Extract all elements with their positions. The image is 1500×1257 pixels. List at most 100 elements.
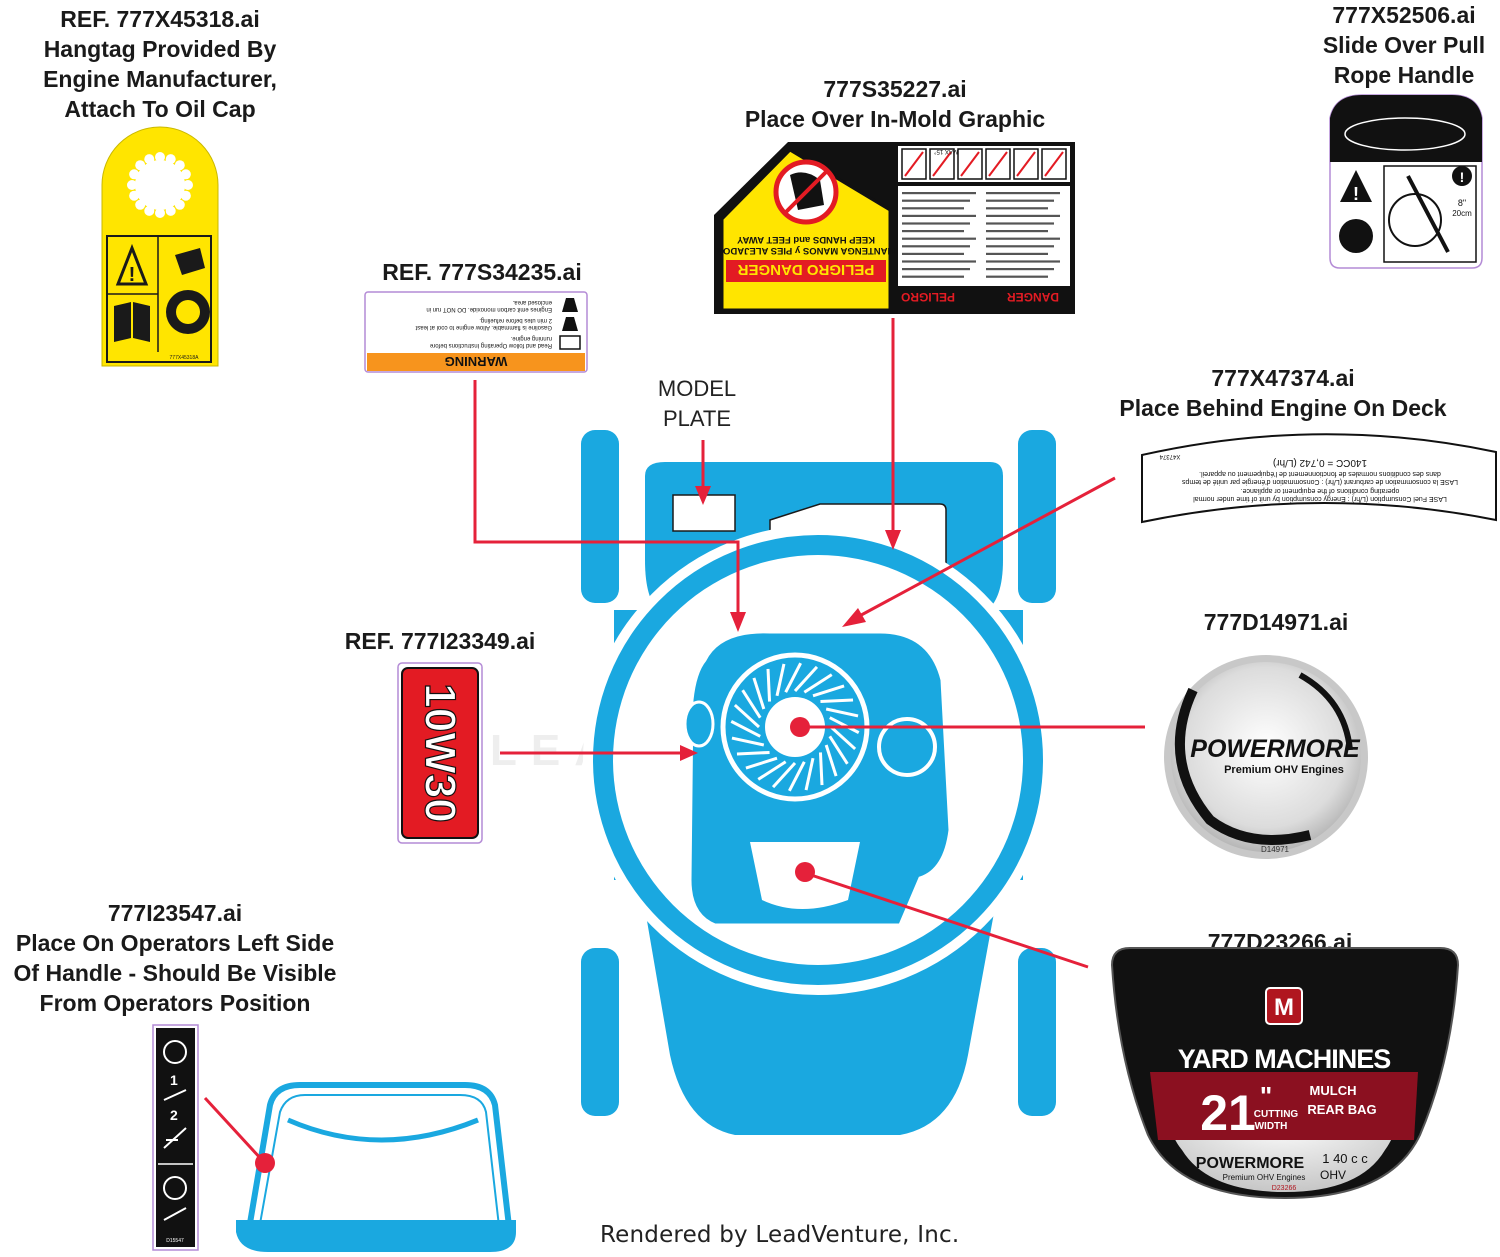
oil-can-icon: [175, 248, 205, 275]
danger-text-line: [986, 214, 1060, 217]
oil-arrowhead: [680, 745, 698, 761]
warning-header-text: WARNING: [445, 354, 508, 369]
engine-control-icon: [163, 1040, 187, 1064]
handle-dot: [255, 1153, 275, 1173]
warning-decal: WARNING Read and follow Operating Instru…: [364, 291, 588, 373]
deck-logo-engine-sub: Premium OHV Engines: [1223, 1173, 1306, 1182]
oil-grade-decal: 10W30: [397, 662, 483, 844]
gear-tooth: [127, 180, 137, 190]
fuel-consumption-decal: LASE Fuel Consumption (L/hr) : Energy co…: [1141, 433, 1497, 524]
oil-cap: [683, 700, 715, 748]
pull-rope-alert-icon: [1452, 166, 1472, 186]
bail-lever-icon: [163, 1089, 187, 1101]
ym-badge-icon: [1265, 987, 1303, 1025]
starter-fin: [804, 757, 815, 791]
caption-line: Of Handle - Should Be Visible: [13, 960, 337, 986]
engine-logo-face: [1171, 662, 1361, 852]
exhaust-icon: [562, 298, 578, 312]
pull-cord-icon: [163, 1127, 187, 1149]
danger-text-line: [902, 192, 976, 195]
handle-frame-inner: [257, 1094, 501, 1236]
danger-icons: [901, 148, 1067, 180]
fuel-line: dans des conditions normales de fonction…: [1199, 470, 1441, 477]
engine-logo-decal: POWERMORE Premium OHV Engines D14971: [1164, 655, 1368, 859]
right-rear-wheel: [1018, 430, 1056, 603]
starter-fin: [818, 752, 824, 786]
warning-line: Read and follow Operating Instructions b…: [429, 342, 552, 348]
handle-step: 2: [170, 1107, 178, 1123]
release-lever-icon: [163, 1207, 187, 1221]
gear-tooth: [144, 205, 155, 216]
starter-fin: [741, 689, 762, 719]
danger-text-line: [986, 199, 1054, 202]
gear-tooth: [174, 199, 185, 210]
starter-fin: [803, 673, 833, 694]
fuel-line: LASE Fuel Consumption (L/hr) : Energy co…: [1193, 495, 1447, 502]
danger-text-line: [986, 268, 1054, 271]
pull-rope-line: [1406, 175, 1450, 253]
warning-triangle-icon: [115, 243, 149, 286]
caption-line: MODEL: [657, 376, 737, 401]
gear-tooth: [135, 160, 146, 171]
danger-text-line: [902, 275, 964, 278]
starter-fin: [775, 663, 786, 697]
gear-tooth: [183, 180, 193, 190]
caption-line: Rope Handle: [1333, 62, 1475, 88]
danger-pictogram-icon: [1013, 148, 1039, 180]
pull-rope-dim-cm: 20cm: [1452, 209, 1472, 218]
manual-icon: [559, 335, 581, 350]
model-plate-label: MODEL PLATE: [630, 374, 764, 434]
danger-pictogram-icon: [1041, 148, 1067, 180]
danger-pictogram-icon: [985, 148, 1011, 180]
gear-tooth: [180, 169, 191, 180]
starter-fin: [766, 668, 772, 702]
starter-fin: [736, 750, 770, 756]
air-filter-cap: [877, 717, 937, 777]
danger-text-line: [902, 237, 976, 240]
danger-body-text: [902, 192, 1060, 278]
exclamation-glyph: !: [1353, 184, 1359, 204]
danger-arrowhead: [885, 530, 901, 550]
engine-logo-caption: 777D14971.ai: [1186, 607, 1366, 637]
danger-text-line: [902, 207, 964, 210]
danger-text-line: [986, 207, 1048, 210]
danger-text-line: [902, 230, 964, 233]
handle-bar: [287, 1117, 479, 1143]
caption-line: REF. 777X45318.ai: [60, 6, 260, 32]
deck-logo-cc: 1 40 c c: [1322, 1151, 1368, 1166]
danger-pictogram-slash: [1016, 151, 1036, 177]
caption-line: 777X52506.ai: [1332, 2, 1476, 28]
danger-text-line: [986, 222, 1054, 225]
caption-line: Place On Operators Left Side: [15, 930, 335, 956]
starter-fin: [730, 720, 761, 738]
read-manual-icon: [1339, 219, 1373, 253]
hangtag-caption: REF. 777X45318.ai Hangtag Provided By En…: [10, 4, 310, 124]
deck-logo-band: [1150, 1072, 1418, 1140]
starter-fin: [788, 761, 806, 792]
starter-fin: [745, 756, 778, 770]
gear-tooth: [165, 154, 176, 165]
handle-grip: [236, 1220, 516, 1252]
oil-decal-body: [401, 667, 479, 839]
danger-pictogram-slash: [932, 151, 952, 177]
caption-line: 777S35227.ai: [823, 76, 967, 102]
gear-tooth: [129, 190, 140, 201]
right-front-wheel: [1018, 948, 1056, 1116]
danger-text-line: [902, 268, 970, 271]
danger-pictogram-slash: [1044, 151, 1064, 177]
warning-line: enclosed area.: [512, 299, 552, 305]
gear-tooth: [155, 208, 165, 218]
fuel-line: LASE la consommation de carburant (L/hr)…: [1181, 478, 1458, 485]
handle-step: 1: [170, 1072, 178, 1088]
engine-logo-swoosh: [1174, 687, 1312, 845]
starter-fin: [771, 761, 797, 789]
deck-logo-leader: [804, 871, 1089, 969]
pull-rope-decal: ! ! 8" 20cm: [1329, 94, 1483, 269]
danger-header-danger: DANGER: [1007, 290, 1059, 304]
gear-tooth: [129, 169, 140, 180]
warning-leader: [473, 380, 740, 618]
pull-rope-wheel: [1388, 193, 1442, 247]
danger-text-line: [986, 192, 1060, 195]
oil-ref-caption: REF. 777I23349.ai: [330, 626, 550, 656]
